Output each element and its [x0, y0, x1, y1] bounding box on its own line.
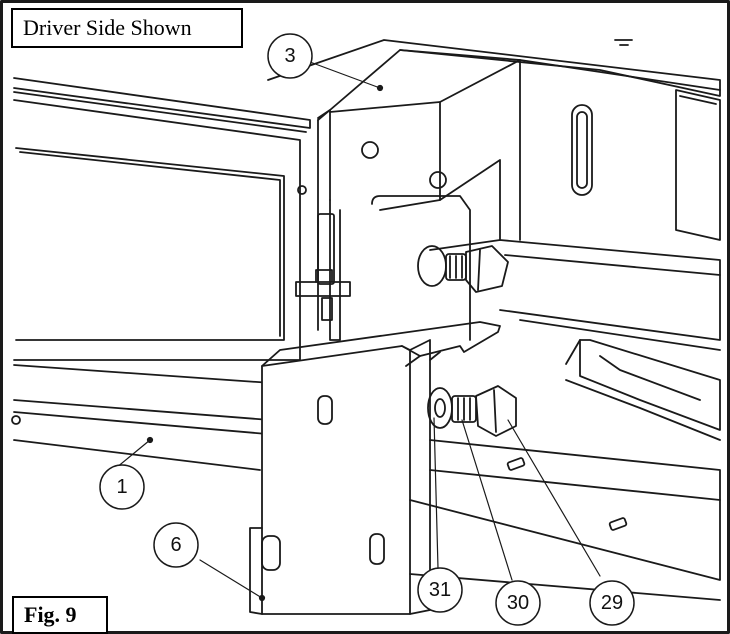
view-caption: Driver Side Shown — [11, 8, 243, 48]
crossmember — [429, 239, 721, 351]
callout-balloon-30 — [495, 580, 541, 626]
callout-label-6: 6 — [170, 534, 181, 556]
bracket-part-3 — [267, 39, 721, 331]
callout-balloon-3 — [267, 33, 313, 79]
callout-label-3: 3 — [284, 45, 295, 67]
clamp-plate — [295, 195, 471, 341]
upper-bolt — [417, 245, 509, 293]
callout-label-31: 31 — [429, 579, 451, 601]
frame-rail-part-1 — [11, 77, 311, 511]
callout-label-1: 1 — [116, 476, 127, 498]
callout-label-29: 29 — [601, 592, 623, 614]
callout-balloon-29 — [589, 580, 635, 626]
lower-fastener-stack — [427, 385, 517, 437]
callout-balloon-1 — [99, 464, 145, 510]
figure-label: Fig. 9 — [12, 596, 108, 634]
callout-balloon-31 — [417, 567, 463, 613]
bracket-part-6 — [249, 321, 501, 615]
lower-tray — [409, 339, 721, 601]
callout-label-30: 30 — [507, 592, 529, 614]
callout-balloon-6 — [153, 522, 199, 568]
leader-lines — [115, 61, 601, 602]
